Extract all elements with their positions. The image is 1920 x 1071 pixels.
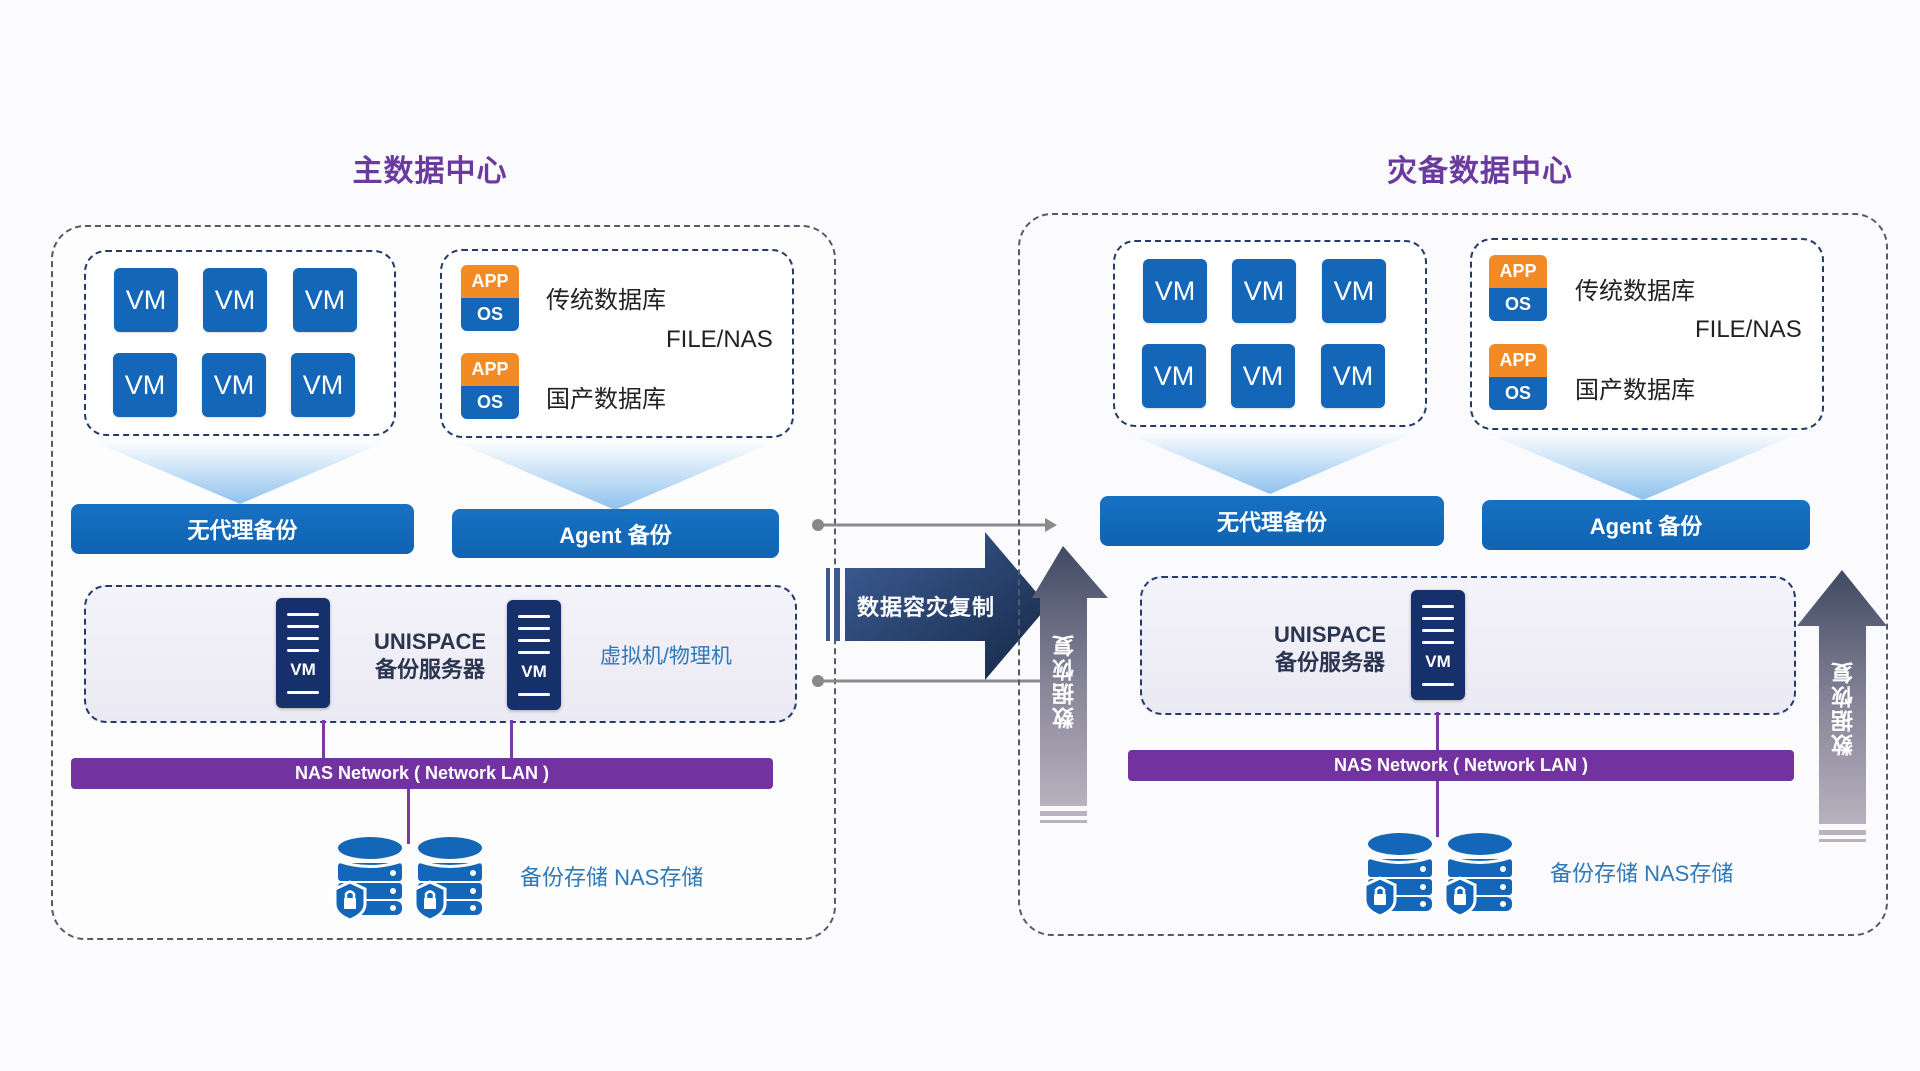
funnel-agentless xyxy=(90,440,390,504)
server-vm-label: VM xyxy=(1425,652,1451,671)
vm-tile: VM xyxy=(1143,259,1207,323)
vm-tile: VM xyxy=(1142,344,1206,408)
app-os-stack-icon: APP OS xyxy=(1489,344,1547,410)
agentless-backup-button[interactable]: 无代理备份 xyxy=(1100,496,1444,546)
funnel-agent xyxy=(1480,430,1806,500)
restore-arrow-left xyxy=(1032,546,1108,823)
app-layer: APP xyxy=(1489,344,1547,377)
replication-tail-bar xyxy=(826,568,830,641)
backup-storage-label: 备份存储 NAS存储 xyxy=(1550,861,1734,886)
app-os-stack-icon: APP OS xyxy=(1489,255,1547,321)
agent-backup-button[interactable]: Agent 备份 xyxy=(452,509,779,558)
unispace-label: UNISPACE xyxy=(1273,622,1387,647)
database-lock-icon xyxy=(1363,832,1513,916)
app-os-stack-icon: APP OS xyxy=(461,265,519,331)
connector-arrowhead xyxy=(1045,518,1057,532)
restore-label: 数据恢复 xyxy=(1831,660,1856,756)
vm-tile: VM xyxy=(1322,259,1386,323)
traditional-db-label: 传统数据库 xyxy=(1575,278,1695,305)
file-nas-label: FILE/NAS xyxy=(1695,316,1802,343)
app-layer: APP xyxy=(461,353,519,386)
unispace-server-label: UNISPACE 备份服务器 xyxy=(360,628,500,684)
app-os-stack-icon: APP OS xyxy=(461,353,519,419)
os-layer: OS xyxy=(461,298,519,331)
domestic-db-label: 国产数据库 xyxy=(546,386,666,413)
nas-network-bar: NAS Network ( Network LAN ) xyxy=(1128,750,1794,781)
server-icon: VM xyxy=(276,598,330,708)
replication-label: 数据容灾复制 xyxy=(857,595,996,620)
vm-tile: VM xyxy=(203,268,267,332)
vm-tile: VM xyxy=(113,353,177,417)
vm-physical-host-label: 虚拟机/物理机 xyxy=(600,645,732,668)
primary-dc-title: 主数据中心 xyxy=(352,155,508,188)
dr-dc-container xyxy=(1018,213,1888,936)
restore-arrow-right xyxy=(1797,570,1887,842)
os-layer: OS xyxy=(1489,288,1547,321)
vm-tile: VM xyxy=(1232,259,1296,323)
vm-tile: VM xyxy=(1231,344,1295,408)
unispace-server-label: UNISPACE 备份服务器 xyxy=(1260,621,1400,677)
connector-line xyxy=(322,720,325,759)
agent-backup-button[interactable]: Agent 备份 xyxy=(1482,500,1810,550)
replication-arrow xyxy=(845,532,1048,680)
backup-server-label: 备份服务器 xyxy=(1274,650,1385,675)
vm-tile: VM xyxy=(202,353,266,417)
vm-tile: VM xyxy=(291,353,355,417)
funnel-agent xyxy=(452,440,778,510)
os-layer: OS xyxy=(461,386,519,419)
os-layer: OS xyxy=(1489,377,1547,410)
connector-line xyxy=(1436,712,1439,751)
replication-tail-bar xyxy=(834,568,840,641)
traditional-db-label: 传统数据库 xyxy=(546,287,666,314)
app-layer: APP xyxy=(1489,255,1547,288)
dr-backup-server-box xyxy=(1140,576,1796,715)
file-nas-label: FILE/NAS xyxy=(666,326,773,353)
connector-line xyxy=(1436,781,1439,837)
server-icon: VM xyxy=(1411,590,1465,700)
database-lock-icon xyxy=(333,836,483,920)
connector-line xyxy=(510,720,513,759)
app-layer: APP xyxy=(461,265,519,298)
backup-storage-label: 备份存储 NAS存储 xyxy=(520,865,704,890)
domestic-db-label: 国产数据库 xyxy=(1575,377,1695,404)
dr-dc-title: 灾备数据中心 xyxy=(1387,155,1573,188)
nas-network-bar: NAS Network ( Network LAN ) xyxy=(71,758,773,789)
server-vm-label: VM xyxy=(290,660,316,679)
connector-line xyxy=(407,789,410,844)
server-icon: VM xyxy=(507,600,561,710)
vm-tile: VM xyxy=(293,268,357,332)
replication-flow xyxy=(812,518,1057,687)
backup-server-label: 备份服务器 xyxy=(374,657,485,682)
server-vm-label: VM xyxy=(521,662,547,681)
funnel-agentless xyxy=(1120,430,1420,494)
vm-tile: VM xyxy=(1321,344,1385,408)
primary-backup-server-box xyxy=(84,585,797,723)
unispace-label: UNISPACE xyxy=(373,629,487,654)
vm-tile: VM xyxy=(114,268,178,332)
agentless-backup-button[interactable]: 无代理备份 xyxy=(71,504,414,554)
